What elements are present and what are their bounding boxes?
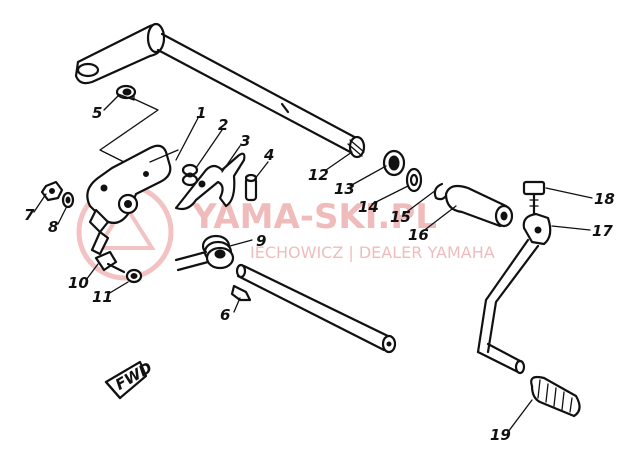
callout-19: 19 — [490, 426, 511, 444]
part-17-pedal — [476, 212, 552, 375]
part-3-clip — [174, 152, 246, 211]
fwd-arrow: FWD — [104, 359, 155, 400]
callout-16: 16 — [408, 226, 429, 244]
part-4-pin — [244, 173, 258, 202]
watermark-brand: YAMA-SKI.PL — [191, 197, 437, 237]
callout-5: 5 — [92, 104, 102, 122]
part-18-bolt — [522, 180, 546, 216]
watermark-dealer: IECHOWICZ | DEALER YAMAHA — [250, 243, 495, 262]
callout-1: 1 — [196, 104, 206, 122]
part-6-pin — [230, 284, 252, 302]
part-9-spring — [174, 234, 235, 272]
callout-3: 3 — [240, 132, 250, 150]
part-1-shift-arm — [86, 144, 179, 256]
callout-8: 8 — [48, 218, 58, 236]
part-11-nut — [125, 268, 143, 284]
part-5-bushing — [115, 84, 137, 101]
part-2-spring — [181, 163, 199, 187]
watermark: YAMA-SKI.PL IECHOWICZ | DEALER YAMAHA — [76, 183, 495, 281]
leader-lines — [33, 95, 593, 433]
callout-4: 4 — [263, 146, 274, 164]
part-19-rubber — [530, 375, 581, 418]
callout-11: 11 — [92, 288, 113, 306]
callout-6: 6 — [220, 306, 230, 324]
callouts: 1 2 3 4 5 6 7 8 9 10 11 12 13 14 15 16 1… — [24, 104, 615, 444]
callout-15: 15 — [390, 208, 411, 226]
lower-shaft — [235, 263, 397, 354]
callout-9: 9 — [256, 232, 266, 250]
part-7-nut — [40, 180, 64, 202]
assembly-lines — [99, 97, 159, 163]
callout-17: 17 — [592, 222, 613, 240]
callout-10: 10 — [68, 274, 89, 292]
callout-12: 12 — [308, 166, 329, 184]
callout-14: 14 — [358, 198, 379, 216]
fwd-label: FWD — [112, 359, 155, 394]
part-10-bolt — [94, 250, 126, 274]
part-14-washer — [405, 167, 423, 193]
callout-18: 18 — [594, 190, 615, 208]
part-8-washer — [61, 191, 75, 209]
shift-shaft — [74, 22, 366, 159]
callout-7: 7 — [24, 206, 35, 224]
callout-2: 2 — [218, 116, 228, 134]
part-16-boot — [444, 184, 514, 228]
callout-13: 13 — [334, 180, 355, 198]
part-13-seal — [382, 149, 406, 177]
